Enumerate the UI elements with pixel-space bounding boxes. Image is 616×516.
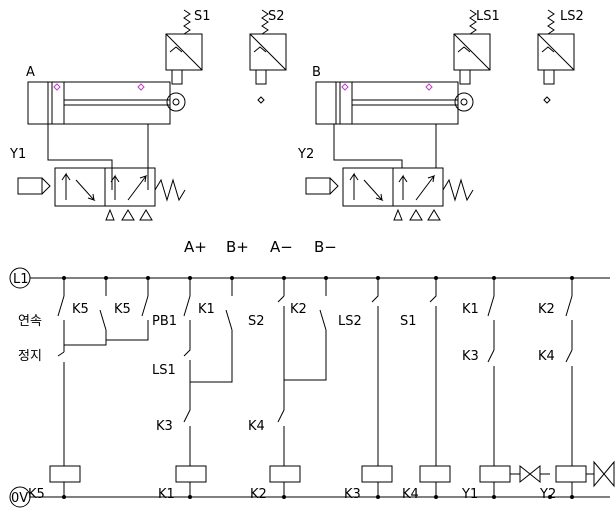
switch-ls2-label: LS2 — [560, 9, 584, 24]
switch-ls1-label: LS1 — [476, 9, 500, 24]
rung-1 — [49, 278, 149, 497]
sequence-step-4: B− — [314, 238, 337, 256]
contact-k5-b: K5 — [114, 302, 131, 317]
valve-y2-label: Y2 — [297, 147, 314, 162]
rail-bottom — [9, 486, 610, 508]
contact-s2: S2 — [248, 314, 265, 329]
rung-3 — [269, 278, 327, 497]
valve-y1-label: Y1 — [9, 147, 26, 162]
cylinder-b — [315, 81, 474, 125]
junction-dots — [62, 276, 574, 499]
limit-switch-b-forward — [453, 9, 491, 85]
sequence-step-1: A+ — [184, 238, 207, 256]
cylinder-a-label: A — [26, 65, 35, 80]
sequence-step-2: B+ — [226, 238, 249, 256]
rail-top — [9, 267, 610, 289]
coil-y1-label: Y1 — [461, 487, 478, 502]
contact-k4-a: K4 — [248, 419, 265, 434]
label-continuous: 연속 — [18, 314, 42, 329]
sequence-step-3: A− — [270, 238, 293, 256]
rail-l1-label: L1 — [13, 272, 29, 287]
coil-k5-label: K5 — [28, 487, 45, 502]
switch-s2-label: S2 — [268, 9, 285, 24]
coil-k2-label: K2 — [250, 487, 267, 502]
contact-k1-b: K1 — [462, 302, 479, 317]
rung-4 — [361, 278, 393, 497]
contact-ls2: LS2 — [338, 314, 362, 329]
coil-y2-label: Y2 — [539, 487, 556, 502]
valve-y1 — [17, 167, 186, 221]
cylinder-b-label: B — [312, 65, 321, 80]
rail-0v-label: 0V — [11, 491, 28, 506]
contact-s1: S1 — [400, 314, 417, 329]
limit-switch-b-back — [537, 9, 575, 104]
contact-k3-b: K3 — [462, 349, 479, 364]
contact-k2-a: K2 — [290, 302, 307, 317]
valve-y2 — [305, 167, 474, 221]
coil-k4-label: K4 — [402, 487, 419, 502]
coil-k1-label: K1 — [158, 487, 175, 502]
label-stop: 정지 — [18, 349, 42, 364]
limit-switch-a-back — [249, 9, 287, 104]
contact-k4-b: K4 — [538, 349, 555, 364]
cylinder-a — [27, 81, 186, 125]
rung-5 — [419, 278, 451, 497]
rung-2 — [175, 278, 233, 497]
limit-switch-a-forward — [165, 9, 203, 85]
rung-7 — [555, 278, 615, 497]
coil-k3-label: K3 — [344, 487, 361, 502]
contact-k2-b: K2 — [538, 302, 555, 317]
contact-k3-a: K3 — [156, 419, 173, 434]
contact-k1-a: K1 — [198, 302, 215, 317]
contact-ls1: LS1 — [152, 363, 176, 378]
rung-6 — [479, 278, 550, 497]
switch-s1-label: S1 — [194, 9, 211, 24]
contact-pb1: PB1 — [152, 314, 177, 329]
contact-k5-a: K5 — [72, 302, 89, 317]
